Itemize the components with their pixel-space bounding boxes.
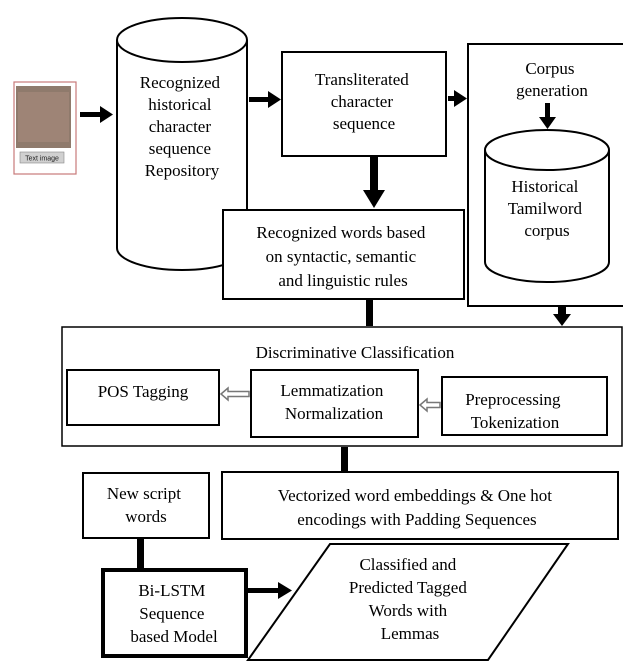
classified-label: Classified and Predicted Tagged Words wi… [349, 555, 471, 643]
discriminative-title: Discriminative Classification [256, 343, 455, 362]
text-image-caption: Text image [25, 156, 59, 163]
hollow-arrows [219, 386, 441, 413]
new-script-box: New script words [82, 472, 210, 539]
vectorized-label: Vectorized word embeddings & One hot enc… [278, 486, 557, 529]
bilstm-box: Bi-LSTM Sequence based Model [101, 568, 248, 658]
arrow-image-to-repository [80, 106, 113, 123]
bilstm-label: Bi-LSTM Sequence based Model [130, 581, 218, 646]
arrow-lemmatization-to-pos [219, 386, 250, 402]
arrow-preprocessing-to-lemmatization [418, 397, 441, 413]
arrow-corpus-to-discriminative [553, 307, 571, 326]
pos-tagging-label: POS Tagging [98, 382, 189, 401]
preprocessing-box: Preprocessing Tokenization [441, 376, 608, 436]
arrow-transliterated-to-corpus [448, 90, 467, 107]
lemmatization-box: Lemmatization Normalization [250, 369, 419, 438]
vectorized-box: Vectorized word embeddings & One hot enc… [221, 471, 619, 540]
classified-parallelogram: Classified and Predicted Tagged Words wi… [246, 543, 570, 661]
arrow-transliterated-to-recognized [363, 157, 385, 208]
arrow-bilstm-to-classified [248, 582, 292, 599]
line-newscript-to-bilstm [137, 539, 144, 569]
arrow-corpus-to-tamil-corpus [539, 103, 556, 129]
new-script-label: New script words [107, 484, 185, 526]
line-discriminative-to-vectorized [341, 447, 348, 471]
pos-tagging-box: POS Tagging [66, 369, 220, 426]
historical-corpus-label: Historical Tamilword corpus [508, 177, 587, 240]
text-image-node: Text image [13, 81, 77, 175]
repository-cylinder: Recognized historical character sequence… [116, 17, 248, 271]
preprocessing-label: Preprocessing Tokenization [465, 390, 565, 432]
transliterated-label: Transliterated character sequence [315, 70, 413, 133]
historical-corpus-cylinder: Historical Tamilword corpus [484, 129, 610, 283]
line-recognized-to-discriminative [366, 300, 373, 326]
connectors [80, 90, 571, 599]
recognized-words-box: Recognized words based on syntactic, sem… [222, 209, 465, 300]
recognized-words-label: Recognized words based on syntactic, sem… [256, 223, 429, 290]
corpus-generation-label: Corpus generation [516, 59, 588, 100]
lemmatization-label: Lemmatization Normalization [280, 381, 387, 423]
repository-label: Recognized historical character sequence… [140, 73, 225, 180]
transliterated-box: Transliterated character sequence [281, 51, 447, 157]
arrow-repository-to-transliterated [249, 91, 281, 108]
